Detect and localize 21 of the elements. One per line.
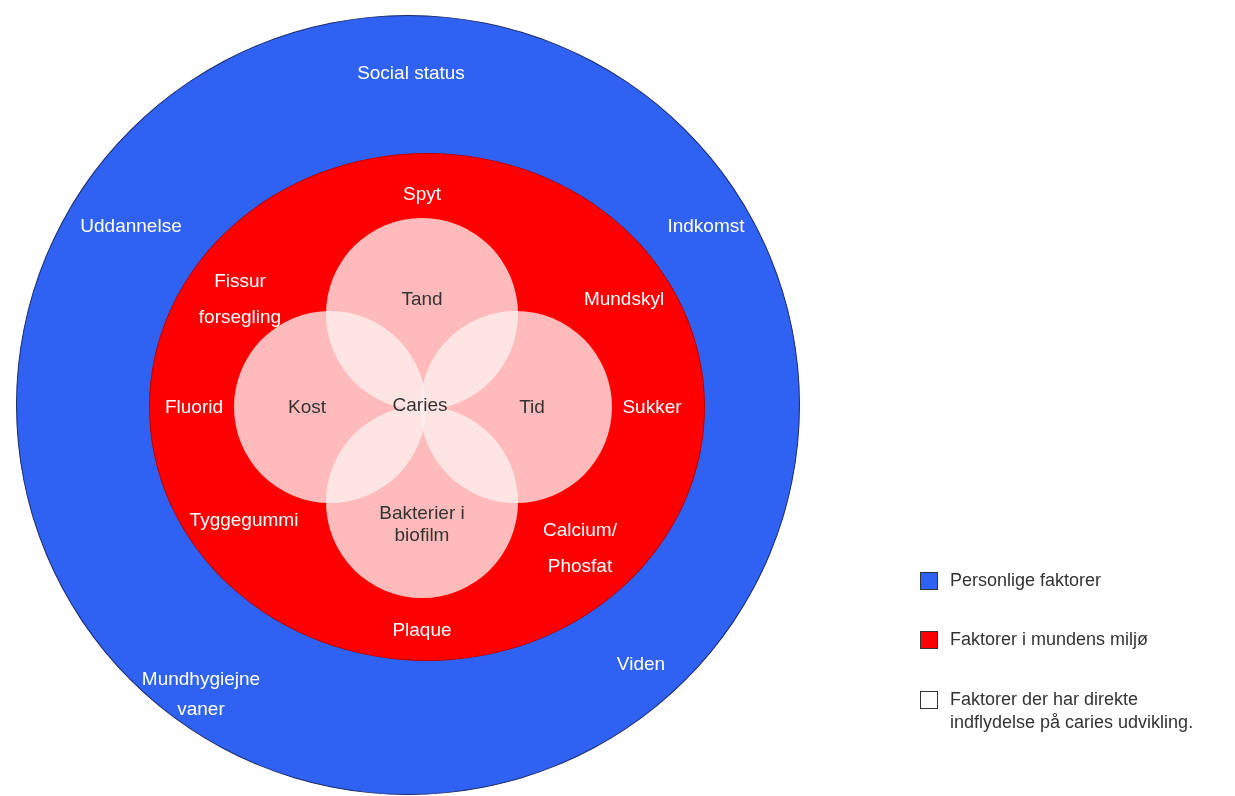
factor-label: Tid — [518, 396, 546, 418]
legend-label: Faktorer der har direkte indflydelse på caries udvikling. — [950, 688, 1195, 735]
factor-label: Tand — [400, 288, 444, 310]
factor-label: Tyggegummi — [188, 509, 300, 531]
factor-label: Mundskyl — [582, 288, 666, 310]
factor-label: Spyt — [402, 183, 442, 205]
factor-label: Fluorid — [163, 396, 225, 418]
legend-label: Faktorer i mundens miljø — [950, 628, 1150, 651]
factor-label: Mundhygiejne vaner — [140, 666, 262, 721]
factor-label: Calcium/ Phosfat — [542, 517, 618, 578]
factor-label: Indkomst — [666, 215, 746, 237]
center-label: Caries — [392, 394, 448, 416]
factor-label: Uddannelse — [79, 215, 183, 237]
legend-label: Personlige faktorer — [950, 569, 1103, 592]
factor-label: Social status — [356, 62, 466, 84]
factor-label: Kost — [287, 396, 327, 418]
factor-label: Bakterier i biofilm — [378, 502, 466, 546]
factor-label: Sukker — [621, 396, 683, 418]
factor-label: Plaque — [391, 619, 453, 641]
factor-label: Viden — [615, 653, 667, 675]
factor-label: Fissur forsegling — [197, 268, 283, 329]
